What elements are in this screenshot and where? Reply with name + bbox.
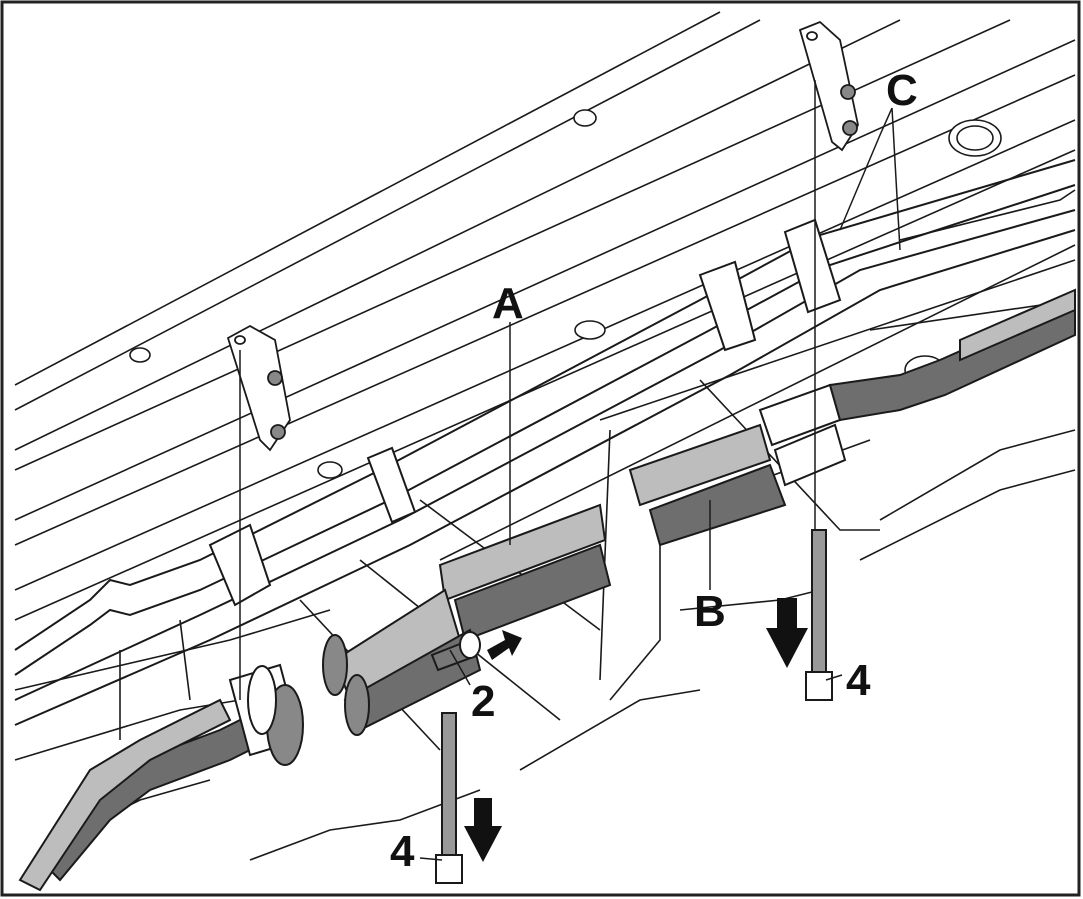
screw-2 [430,631,481,672]
label-bolt-4-right: 4 [846,656,871,705]
label-b: B [694,587,726,636]
hose-segment-b [628,288,1076,547]
label-screw-2: 2 [471,677,495,726]
mounting-bracket-left [226,324,291,452]
upper-hose-bundle [14,159,1076,726]
bolt-4-left [435,712,463,884]
label-bolt-4-left: 4 [390,827,415,876]
leader-lines [239,80,901,861]
label-c: C [886,66,918,115]
mounting-bracket-right [798,20,859,152]
arrow-down-icon [766,598,808,668]
hose-clamps [208,218,842,607]
bolt-4-right [805,529,833,701]
arrow-down-icon [464,798,502,862]
hose-segment-a [322,503,612,736]
arrow-right-icon [487,630,522,660]
hose-lower-left [18,663,304,892]
label-a: A [492,279,524,328]
